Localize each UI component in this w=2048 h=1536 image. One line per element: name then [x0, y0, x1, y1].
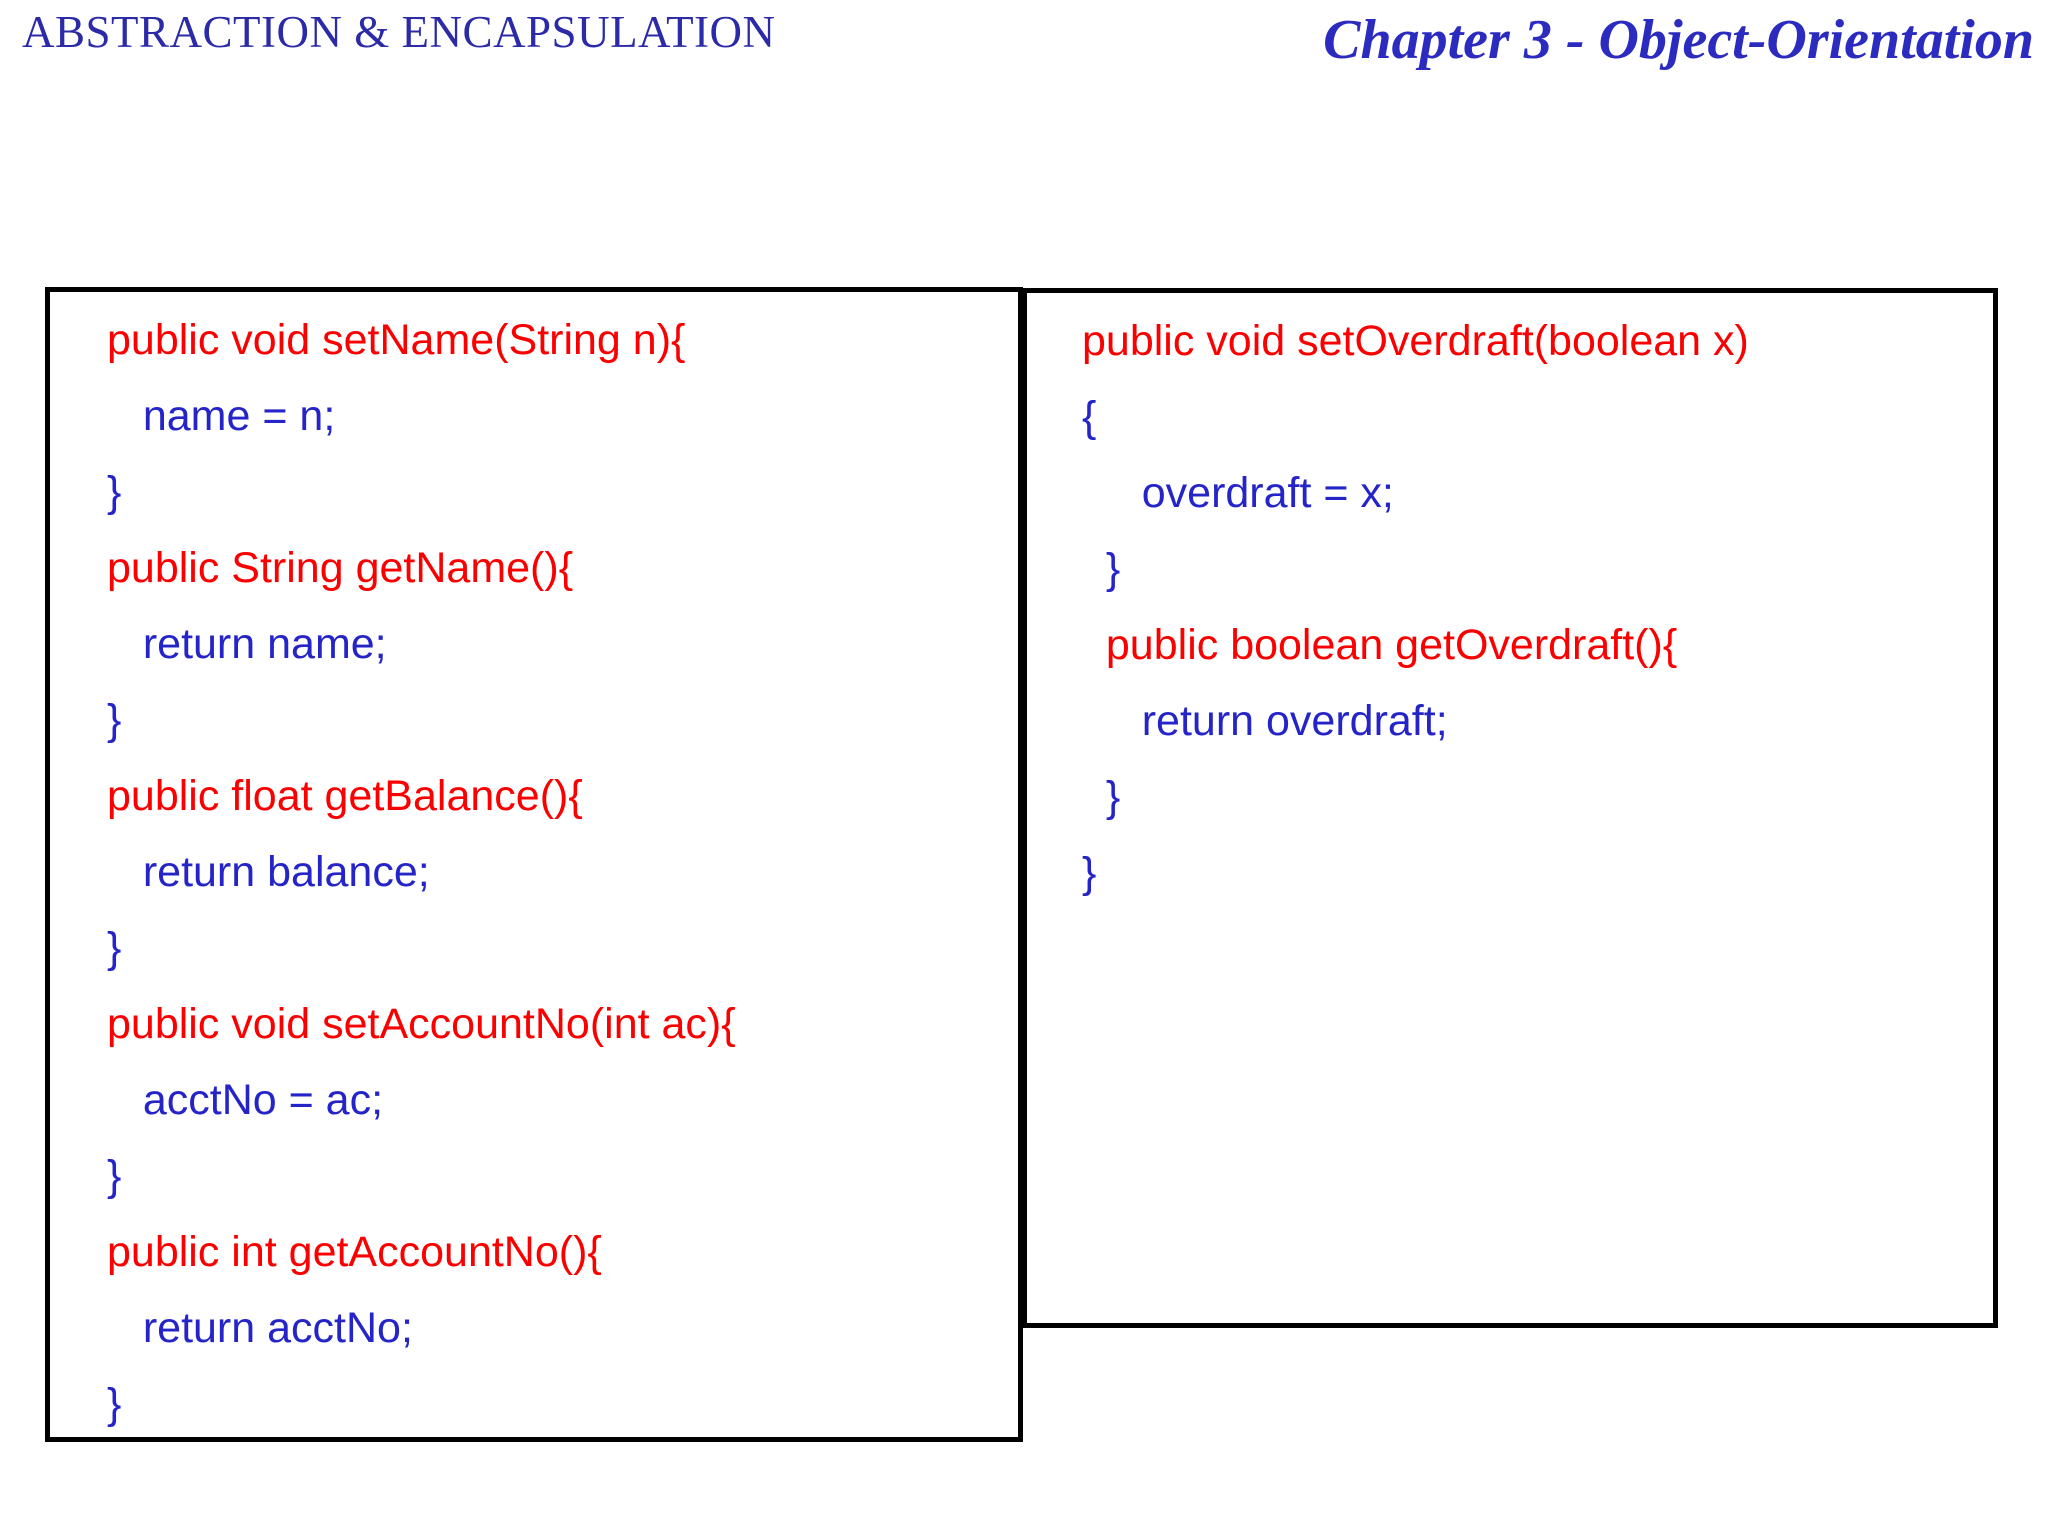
- code-right-line-5: return overdraft;: [1082, 697, 1448, 745]
- code-left-line-0: public void setName(String n){: [107, 316, 686, 364]
- code-right-line-1: {: [1082, 393, 1097, 441]
- code-left-line-7: return balance;: [107, 848, 430, 896]
- code-left-line-6: public float getBalance(){: [107, 772, 583, 820]
- code-left-line-13: return acctNo;: [107, 1304, 413, 1352]
- code-right-line-7: }: [1082, 849, 1097, 897]
- code-left-line-8: }: [107, 924, 122, 972]
- code-left-line-14: }: [107, 1380, 122, 1428]
- code-left-line-9: public void setAccountNo(int ac){: [107, 1000, 736, 1048]
- code-left-line-3: public String getName(){: [107, 544, 574, 592]
- code-right-line-2: overdraft = x;: [1082, 469, 1394, 517]
- code-left-line-12: public int getAccountNo(){: [107, 1228, 602, 1276]
- code-lines-right: public void setOverdraft(boolean x) { ove…: [1027, 293, 1993, 911]
- code-left-line-4: return name;: [107, 620, 387, 668]
- slide-topic-title: ABSTRACTION & ENCAPSULATION: [22, 7, 776, 57]
- chapter-title: Chapter 3 - Object-Orientation: [1323, 9, 2034, 71]
- code-left-line-10: acctNo = ac;: [107, 1076, 384, 1124]
- code-right-line-0: public void setOverdraft(boolean x): [1082, 317, 1749, 365]
- code-left-line-5: }: [107, 696, 122, 744]
- slide-header: ABSTRACTION & ENCAPSULATION Chapter 3 - …: [0, 0, 2048, 110]
- code-left-line-11: }: [107, 1152, 122, 1200]
- code-left-line-1: name = n;: [107, 392, 336, 440]
- code-box-left: public void setName(String n){ name = n;…: [45, 287, 1023, 1442]
- code-right-line-3: }: [1082, 545, 1121, 593]
- code-right-line-4: public boolean getOverdraft(){: [1082, 621, 1678, 669]
- code-lines-left: public void setName(String n){ name = n;…: [50, 292, 1018, 1437]
- code-box-right: public void setOverdraft(boolean x) { ove…: [1022, 288, 1998, 1328]
- code-left-line-2: }: [107, 468, 122, 516]
- code-right-line-6: }: [1082, 773, 1121, 821]
